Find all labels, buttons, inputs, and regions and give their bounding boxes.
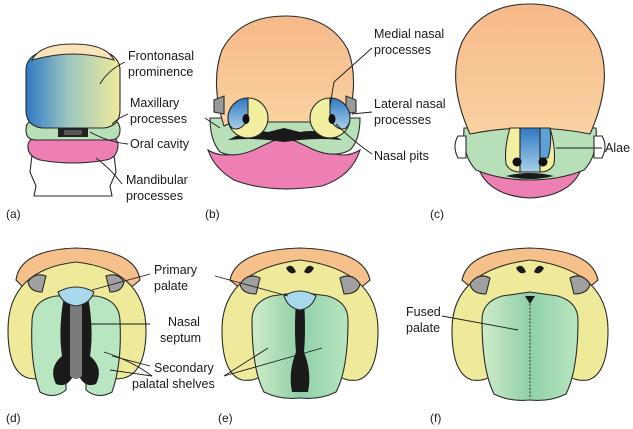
panel-e-cleft — [290, 300, 310, 392]
label-medial-nasal-1: Medial nasal — [374, 27, 444, 41]
label-lateral-nasal-1: Lateral nasal — [374, 97, 446, 111]
panel-c-head — [455, 3, 605, 135]
panel-c-nostril-left — [512, 157, 522, 167]
label-secondary-1: Secondary — [154, 361, 215, 375]
panel-e-primary-palate — [283, 290, 317, 311]
panel-c-nostril-right — [538, 157, 548, 167]
panel-c-embryo — [454, 3, 606, 199]
label-maxillary-2: processes — [130, 112, 187, 126]
label-oral-cavity: Oral cavity — [130, 137, 190, 151]
panel-label-a: (a) — [6, 207, 21, 221]
label-secondary-2: palatal shelves — [132, 377, 215, 391]
label-lateral-nasal-2: processes — [374, 113, 431, 127]
label-frontonasal-2: prominence — [128, 65, 193, 79]
label-primary-palate-2: palate — [154, 279, 188, 293]
panel-c-mouth — [506, 173, 554, 179]
panel-a-neck — [29, 154, 117, 197]
panel-b-embryo — [206, 15, 361, 190]
label-maxillary-1: Maxillary — [130, 96, 180, 110]
label-mandibular-2: processes — [126, 189, 183, 203]
panel-b-nasal-pit-right — [328, 114, 336, 124]
panel-b-nasal-pit-left — [242, 114, 250, 124]
label-primary-palate-1: Primary — [154, 263, 198, 277]
label-alae: Alae — [605, 141, 630, 155]
label-nasal-pits: Nasal pits — [374, 149, 429, 163]
panel-label-b: (b) — [205, 207, 220, 221]
leader-lines — [82, 47, 602, 377]
label-frontonasal-1: Frontonasal — [128, 49, 194, 63]
panel-e-palate — [221, 247, 379, 399]
panel-label-c: (c) — [430, 207, 444, 221]
panel-d-palate — [7, 247, 147, 397]
label-medial-nasal-2: processes — [374, 43, 431, 57]
panel-c-medial-nasal — [519, 127, 541, 173]
label-fused-palate-1: Fused — [406, 305, 441, 319]
label-nasal-septum-1: Nasal — [168, 315, 200, 329]
panel-d-primary-palate — [57, 286, 95, 307]
label-fused-palate-2: palate — [406, 321, 440, 335]
panel-a-head-top — [30, 43, 116, 61]
panel-a-embryo — [25, 43, 121, 197]
panel-letters: (a) (b) (c) (d) (e) (f) — [6, 207, 444, 425]
panel-label-f: (f) — [430, 411, 441, 425]
panel-f-palate — [451, 247, 609, 401]
panel-a-mandibular — [27, 136, 119, 164]
panel-label-d: (d) — [6, 411, 21, 425]
panel-d-nasal-septum — [70, 302, 82, 379]
label-nasal-septum-2: septum — [160, 331, 201, 345]
panel-label-e: (e) — [218, 411, 233, 425]
label-mandibular-1: Mandibular — [126, 173, 188, 187]
labels: Frontonasal prominence Maxillary process… — [126, 27, 630, 391]
